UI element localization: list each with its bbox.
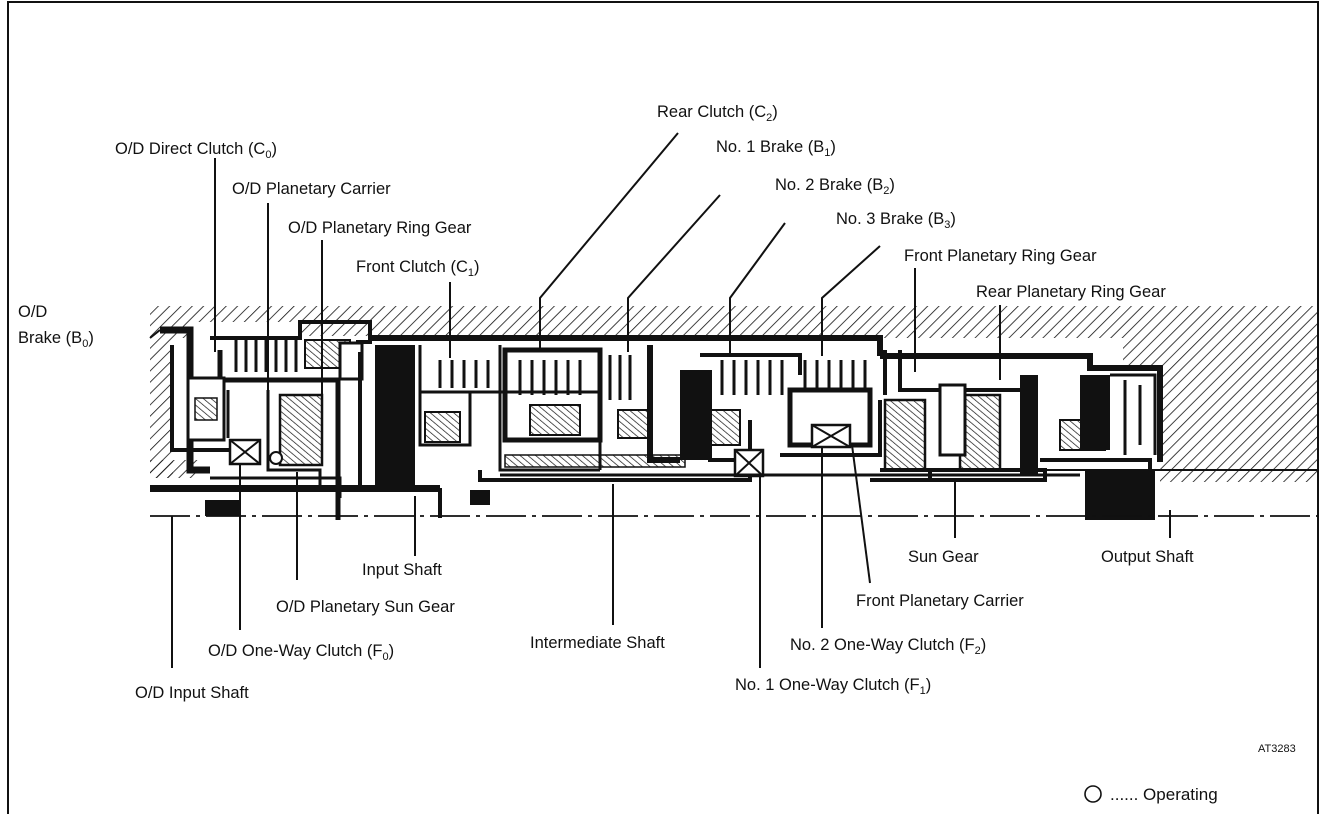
label-no1-brake: No. 1 Brake (B1) [716,138,836,159]
label-od-one-way-clutch: O/D One-Way Clutch (F0) [208,642,394,663]
label-od-brake-line1: O/D [18,303,47,321]
label-rear-planetary-ring-gear: Rear Planetary Ring Gear [976,283,1166,301]
label-front-planetary-ring-gear: Front Planetary Ring Gear [904,247,1097,265]
label-front-planetary-carrier: Front Planetary Carrier [856,592,1024,610]
legend-operating: ...... Operating [1110,785,1218,804]
label-od-input-shaft: O/D Input Shaft [135,684,249,702]
labels: O/D Brake (B0) O/D Direct Clutch (C0) O/… [18,103,1296,804]
od-brake-plates [234,340,298,372]
label-rear-clutch: Rear Clutch (C2) [657,103,778,124]
label-no2-brake: No. 2 Brake (B2) [775,176,895,197]
leader-lines [149,132,1171,668]
label-no1-one-way-clutch: No. 1 One-Way Clutch (F1) [735,676,931,697]
label-od-direct-clutch: O/D Direct Clutch (C0) [115,140,277,161]
label-front-clutch: Front Clutch (C1) [356,258,479,279]
label-od-planetary-carrier: O/D Planetary Carrier [232,180,391,198]
transmission-section [150,306,1318,520]
label-sun-gear: Sun Gear [908,548,979,566]
label-od-planetary-sun-gear: O/D Planetary Sun Gear [276,598,455,616]
figure-code: AT3283 [1258,743,1296,755]
label-no2-one-way-clutch: No. 2 One-Way Clutch (F2) [790,636,986,657]
label-od-brake: Brake (B0) [18,329,94,350]
legend-circle-icon [1084,785,1102,803]
label-od-planetary-ring-gear: O/D Planetary Ring Gear [288,219,472,237]
label-intermediate-shaft: Intermediate Shaft [530,634,665,652]
label-output-shaft: Output Shaft [1101,548,1194,566]
label-input-shaft: Input Shaft [362,561,442,579]
label-no3-brake: No. 3 Brake (B3) [836,210,956,231]
